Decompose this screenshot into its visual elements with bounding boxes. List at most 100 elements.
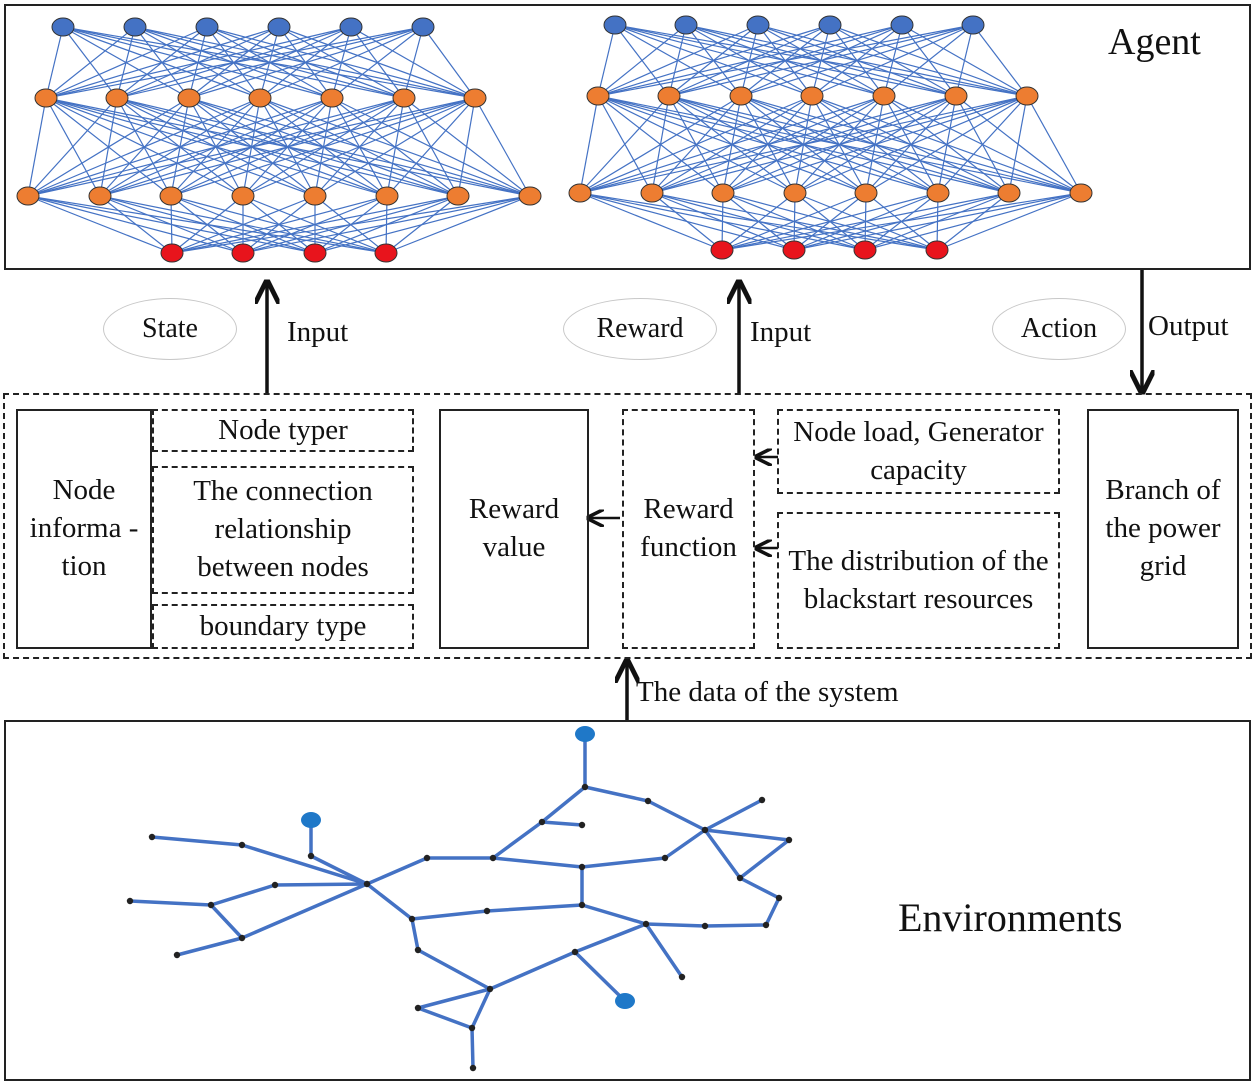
network-edge bbox=[883, 24, 974, 97]
state-ellipse: State bbox=[103, 298, 237, 360]
source-node bbox=[575, 726, 595, 742]
network-edges bbox=[27, 26, 531, 254]
network-edge bbox=[259, 26, 424, 99]
power-grid-topology bbox=[126, 726, 793, 1072]
grid-line bbox=[485, 903, 584, 913]
grid-node bbox=[126, 897, 134, 905]
grid-line bbox=[491, 820, 544, 860]
grid-node bbox=[578, 821, 586, 829]
grid-node bbox=[758, 796, 766, 804]
grid-node bbox=[581, 783, 589, 791]
network-edge bbox=[27, 97, 118, 197]
source-node bbox=[615, 993, 635, 1009]
grid-line bbox=[491, 856, 584, 869]
grid-node bbox=[307, 852, 315, 860]
hidden-node bbox=[320, 88, 344, 108]
network-edge bbox=[27, 97, 261, 197]
network-edge bbox=[721, 192, 939, 251]
network-edge bbox=[597, 24, 831, 97]
hidden-node bbox=[303, 186, 327, 206]
grid-node bbox=[363, 880, 371, 888]
grid-line bbox=[175, 936, 244, 957]
network-edge bbox=[242, 195, 531, 254]
hidden-node bbox=[105, 88, 129, 108]
grid-line bbox=[128, 899, 213, 907]
agent-title: Agent bbox=[1108, 21, 1201, 63]
grid-line bbox=[240, 843, 369, 886]
output-node bbox=[303, 243, 327, 263]
grid-line bbox=[644, 922, 684, 979]
network-edge bbox=[242, 97, 476, 197]
reward-value-box: Reward value bbox=[439, 409, 589, 649]
network-edge bbox=[721, 192, 867, 251]
network-edge bbox=[597, 24, 616, 97]
hidden-node bbox=[657, 86, 681, 106]
grid-line bbox=[365, 856, 429, 886]
output-label: Output bbox=[1148, 310, 1229, 342]
grid-line bbox=[273, 882, 369, 887]
grid-lines bbox=[128, 732, 791, 1070]
boundary-type-box: boundary type bbox=[152, 604, 414, 649]
grid-node bbox=[207, 901, 215, 909]
network-edge bbox=[314, 97, 476, 197]
grid-node bbox=[736, 874, 744, 882]
hidden-node bbox=[446, 186, 470, 206]
network-edge bbox=[937, 95, 1028, 194]
neural-network-2 bbox=[568, 15, 1093, 260]
agent-panel bbox=[4, 4, 1251, 270]
grid-line bbox=[416, 1006, 474, 1030]
network-edge bbox=[579, 95, 813, 194]
action-ellipse: Action bbox=[992, 298, 1126, 360]
network-edge bbox=[386, 97, 476, 197]
network-edge bbox=[188, 26, 424, 99]
network-edge bbox=[99, 195, 173, 254]
network-edge bbox=[865, 95, 1028, 194]
network-edge bbox=[740, 24, 974, 97]
neural-network-1 bbox=[16, 17, 542, 263]
grid-node bbox=[762, 921, 770, 929]
grid-line bbox=[646, 799, 707, 832]
output-node bbox=[782, 240, 806, 260]
network-edge bbox=[721, 192, 796, 251]
hidden-node bbox=[711, 183, 735, 203]
network-edge bbox=[579, 95, 670, 194]
network-edge bbox=[579, 95, 599, 194]
grid-line bbox=[209, 903, 244, 940]
network-edge bbox=[457, 97, 476, 197]
hidden-node bbox=[944, 86, 968, 106]
input-node bbox=[818, 15, 842, 35]
hidden-node bbox=[1015, 86, 1039, 106]
input-node bbox=[746, 15, 770, 35]
network-edge bbox=[314, 195, 531, 254]
grid-node bbox=[414, 1004, 422, 1012]
network-edge bbox=[170, 97, 476, 197]
hidden-node bbox=[568, 183, 592, 203]
grid-line bbox=[583, 785, 650, 803]
hidden-node bbox=[34, 88, 58, 108]
network-edge bbox=[811, 24, 974, 97]
grid-node bbox=[661, 854, 669, 862]
input-node bbox=[267, 17, 291, 37]
hidden-node bbox=[800, 86, 824, 106]
grid-line bbox=[703, 828, 791, 842]
network-edge bbox=[171, 195, 531, 254]
network-edge bbox=[936, 192, 1082, 251]
grid-node bbox=[678, 973, 686, 981]
grid-node bbox=[785, 836, 793, 844]
neural-networks bbox=[16, 15, 1093, 263]
input-node bbox=[674, 15, 698, 35]
network-edge bbox=[668, 24, 974, 97]
input-node bbox=[123, 17, 147, 37]
output-node bbox=[231, 243, 255, 263]
hidden-node bbox=[997, 183, 1021, 203]
output-node bbox=[853, 240, 877, 260]
network-edge bbox=[171, 195, 388, 254]
environment-panel bbox=[4, 720, 1251, 1081]
source-node bbox=[301, 812, 321, 828]
grid-node bbox=[578, 901, 586, 909]
node-load-box: Node load, Generator capacity bbox=[777, 409, 1060, 494]
node-type-box: Node typer bbox=[152, 409, 414, 452]
environment-title: Environments bbox=[898, 895, 1123, 940]
grid-node bbox=[148, 833, 156, 841]
